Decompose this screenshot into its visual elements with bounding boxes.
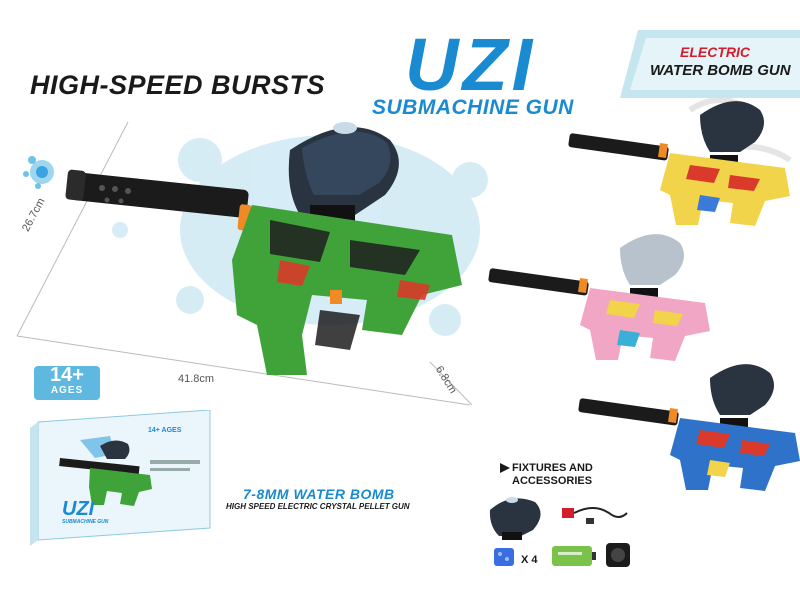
package-subtitle: SUBMACHINE GUN xyxy=(62,519,109,525)
variant-gun-pink-graffiti-image xyxy=(488,234,710,361)
accessories-title-line1: FIXTURES AND xyxy=(512,462,593,474)
charging-cable-icon xyxy=(562,507,628,524)
variant-gun-red-graffiti-image xyxy=(568,101,790,226)
water-pellets-icon xyxy=(494,548,514,566)
hopper-accessory-icon xyxy=(489,497,541,540)
variant-gun-blue-graffiti-image xyxy=(578,364,800,491)
triangle-bullet-icon xyxy=(500,463,510,473)
package-brand: UZI xyxy=(62,498,95,520)
badge-water-bomb-gun-text: WATER BOMB GUN xyxy=(650,62,791,79)
badge-electric-text: ELECTRIC xyxy=(680,44,750,60)
width-dimension-line xyxy=(429,361,473,406)
gun-body-green-camo xyxy=(232,205,462,375)
accessories-title: FIXTURES AND ACCESSORIES xyxy=(512,462,593,488)
age-number: 14+ xyxy=(50,364,84,386)
main-gun-green-image xyxy=(23,122,462,375)
product-type-badge xyxy=(620,30,800,98)
water-bomb-title: 7-8MM WATER BOMB xyxy=(243,486,395,502)
accessories-title-line2: ACCESSORIES xyxy=(512,475,593,487)
muzzle-splash-icon xyxy=(23,156,54,189)
length-dimension-label: 41.8cm xyxy=(178,373,215,385)
charger-adapter-icon xyxy=(606,543,630,567)
length-dimension-line xyxy=(16,335,471,406)
age-label: AGES xyxy=(50,385,84,396)
brand-title: UZI xyxy=(405,23,537,106)
water-bomb-subtitle: HIGH SPEED ELECTRIC CRYSTAL PELLET GUN xyxy=(226,502,410,511)
age-badge xyxy=(34,366,100,400)
battery-pack-icon xyxy=(552,546,596,566)
tagline: HIGH-SPEED BURSTS xyxy=(30,70,326,100)
package-age: 14+ AGES xyxy=(148,427,182,434)
height-dimension-line xyxy=(16,121,129,337)
suppressor xyxy=(65,169,252,231)
package-box-image xyxy=(30,410,211,546)
pellet-count: X 4 xyxy=(521,554,538,566)
brand-subtitle: SUBMACHINE GUN xyxy=(372,96,574,119)
